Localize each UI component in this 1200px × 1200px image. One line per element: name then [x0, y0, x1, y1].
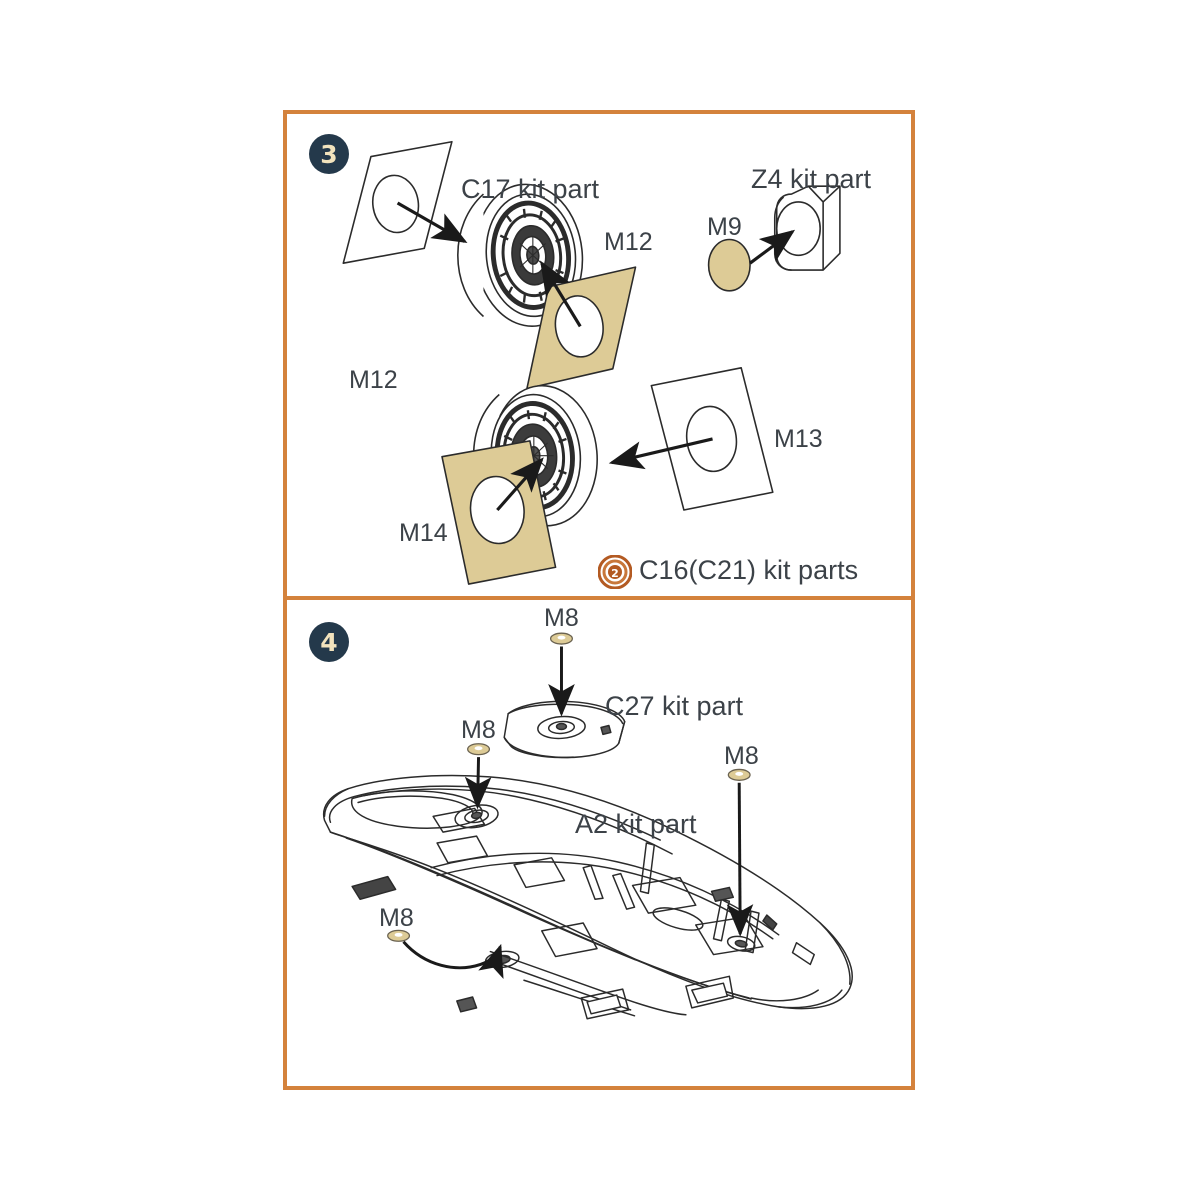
label-m12-left: M12	[349, 366, 398, 394]
kit-part-z4	[773, 185, 841, 271]
label-a2-kit-part: A2 kit part	[575, 809, 697, 839]
svg-text:2: 2	[611, 567, 619, 580]
label-z4-kit-part: Z4 kit part	[751, 164, 872, 194]
mask-m12-left	[342, 140, 453, 264]
label-c27-kit-part: C27 kit part	[605, 691, 744, 721]
label-m8-bottom-left: M8	[379, 904, 414, 932]
step-number-badge-4: 4	[309, 622, 349, 662]
label-m8-top: M8	[544, 604, 579, 632]
mask-m8-group	[387, 632, 754, 979]
step-number-badge-3: 3	[309, 134, 349, 174]
step-4-artwork	[322, 632, 853, 1020]
label-m8-wing-right: M8	[724, 742, 759, 770]
label-m8-wing-left: M8	[461, 716, 496, 744]
step-panel-3: 3	[287, 114, 911, 600]
kit-part-c27	[503, 700, 626, 759]
step-panel-4: 4	[287, 600, 911, 1086]
step-3-artwork	[342, 140, 841, 585]
label-m14: M14	[399, 519, 448, 547]
mask-m9	[707, 238, 751, 292]
label-c17-kit-part: C17 kit part	[461, 174, 600, 204]
label-m13: M13	[774, 425, 823, 453]
quantity-badge-icon: 2	[598, 555, 632, 589]
label-m12-right: M12	[604, 228, 653, 256]
label-m9: M9	[707, 213, 742, 241]
label-c16-kit-parts: C16(C21) kit parts	[639, 555, 859, 585]
instruction-sheet: 3	[283, 110, 915, 1090]
